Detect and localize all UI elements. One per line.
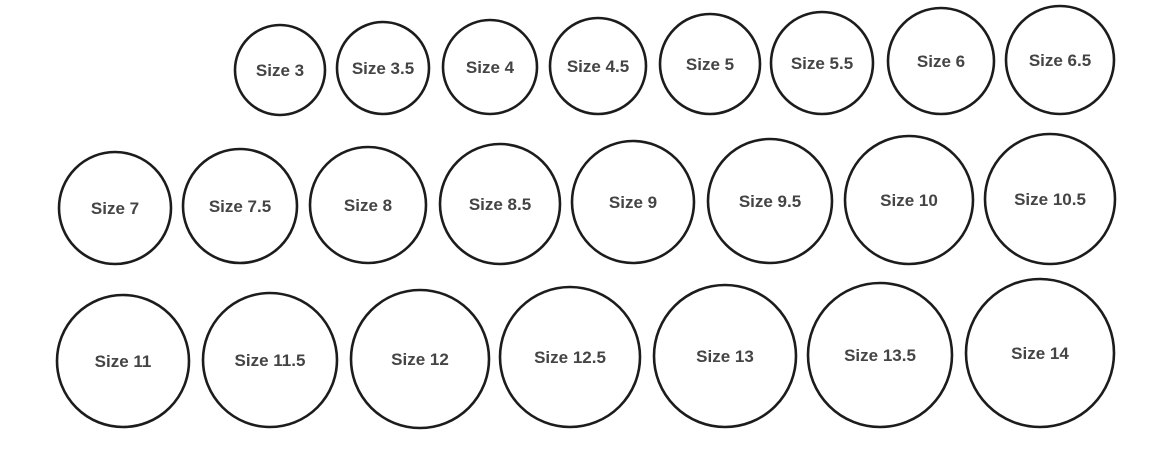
ring-size-label: Size 13: [696, 347, 754, 366]
ring-circle: [658, 12, 762, 116]
ring-circle: [438, 142, 562, 266]
ring-size-item: Size 3.5: [335, 20, 431, 116]
ring-circle: [983, 132, 1117, 266]
ring-size-item: Size 7: [57, 150, 173, 266]
ring-circle: [57, 150, 173, 266]
ring-size-item: Size 12.5: [498, 285, 642, 429]
ring-size-item: Size 6: [886, 6, 996, 116]
ring-size-label: Size 5: [686, 55, 734, 74]
ring-circle: [233, 23, 327, 117]
ring-circle: [498, 285, 642, 429]
ring-circle: [548, 16, 648, 116]
ring-size-label: Size 12: [391, 350, 449, 369]
ring-size-item: Size 8: [308, 145, 428, 265]
ring-size-label: Size 6.5: [1029, 51, 1091, 70]
ring-size-item: Size 4.5: [548, 16, 648, 116]
ring-size-item: Size 9.5: [706, 137, 834, 265]
ring-size-label: Size 4: [466, 58, 515, 77]
ring-size-item: Size 7.5: [181, 147, 299, 265]
ring-size-label: Size 11.5: [235, 351, 306, 370]
ring-circle: [964, 277, 1116, 429]
ring-size-item: Size 6.5: [1004, 4, 1116, 116]
ring-size-label: Size 10.5: [1014, 190, 1086, 209]
ring-size-label: Size 10: [880, 191, 938, 210]
ring-circle: [706, 137, 834, 265]
ring-size-label: Size 14: [1011, 344, 1069, 363]
ring-size-label: Size 12.5: [534, 348, 606, 367]
ring-size-label: Size 4.5: [567, 57, 629, 76]
ring-circle: [886, 6, 996, 116]
ring-circle: [55, 293, 191, 429]
ring-circle: [335, 20, 431, 116]
ring-size-label: Size 11: [95, 352, 152, 371]
ring-size-label: Size 8: [344, 196, 392, 215]
ring-size-label: Size 6: [917, 52, 965, 71]
ring-size-item: Size 10: [843, 134, 975, 266]
ring-size-label: Size 13.5: [844, 346, 916, 365]
ring-circle: [181, 147, 299, 265]
ring-size-item: Size 5.5: [769, 10, 875, 116]
ring-size-item: Size 3: [233, 23, 327, 117]
ring-size-item: Size 13: [652, 283, 798, 429]
ring-size-item: Size 8.5: [438, 142, 562, 266]
ring-size-item: Size 14: [964, 277, 1116, 429]
ring-size-label: Size 3.5: [352, 59, 414, 78]
ring-size-label: Size 9.5: [739, 192, 801, 211]
ring-circle: [769, 10, 875, 116]
ring-size-item: Size 13.5: [806, 281, 954, 429]
ring-circle: [308, 145, 428, 265]
ring-size-label: Size 7: [91, 199, 139, 218]
ring-circle: [652, 283, 798, 429]
ring-size-item: Size 12: [349, 288, 491, 430]
ring-size-label: Size 7.5: [209, 197, 271, 216]
ring-size-item: Size 10.5: [983, 132, 1117, 266]
ring-circle: [441, 18, 539, 116]
ring-circle: [843, 134, 975, 266]
ring-size-item: Size 5: [658, 12, 762, 116]
ring-size-item: Size 11: [55, 293, 191, 429]
ring-size-label: Size 9: [609, 193, 657, 212]
ring-circle: [570, 139, 696, 265]
ring-size-item: Size 11.5: [201, 291, 339, 429]
ring-circle: [1004, 4, 1116, 116]
ring-size-label: Size 3: [256, 61, 304, 80]
ring-circle: [349, 288, 491, 430]
ring-size-label: Size 8.5: [469, 195, 531, 214]
ring-size-item: Size 4: [441, 18, 539, 116]
ring-size-item: Size 9: [570, 139, 696, 265]
ring-circle: [806, 281, 954, 429]
ring-circle: [201, 291, 339, 429]
ring-size-label: Size 5.5: [791, 54, 853, 73]
